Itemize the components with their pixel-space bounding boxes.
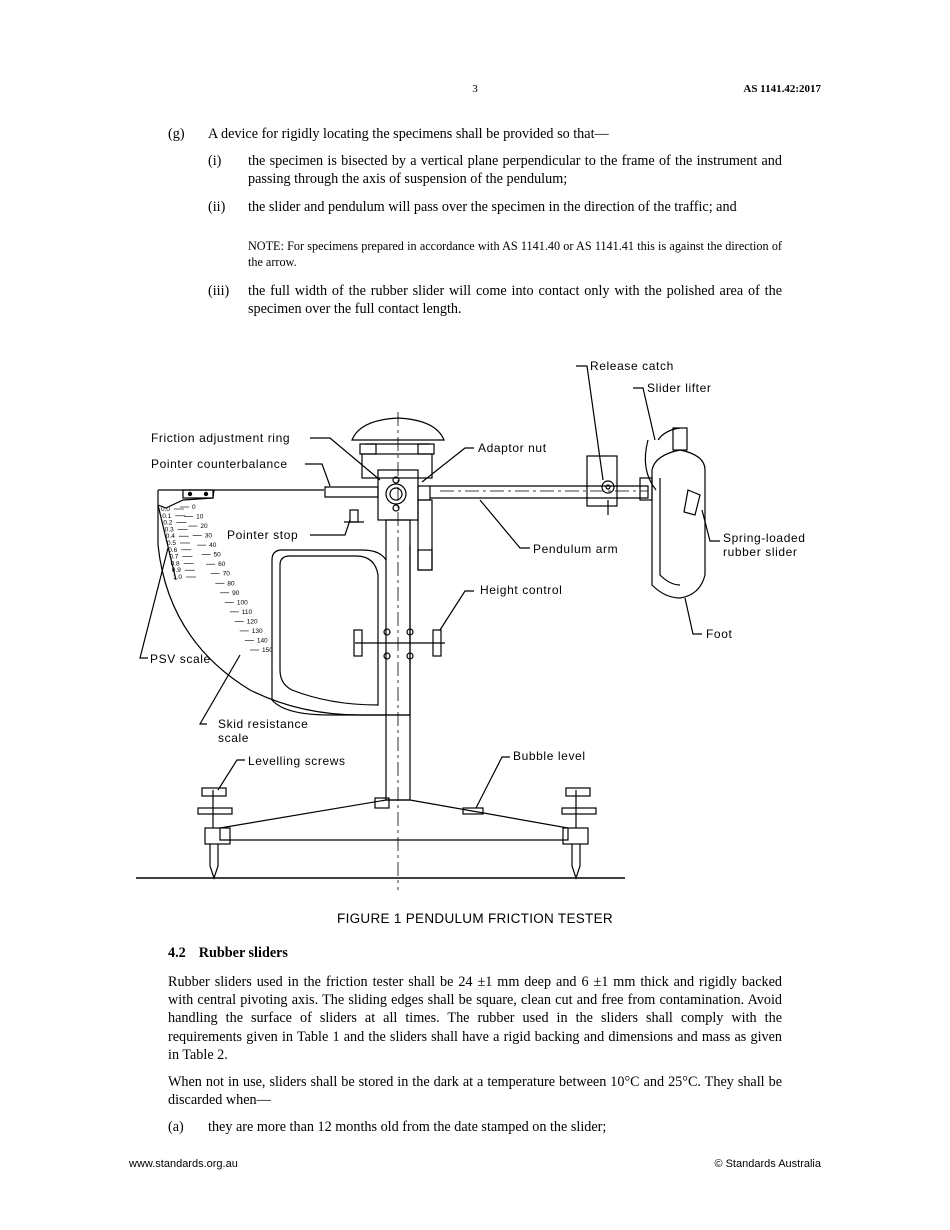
skid-tick-label: 120 [247, 618, 258, 625]
label-adaptor-nut: Adaptor nut [478, 441, 547, 455]
page-number: 3 [472, 83, 478, 95]
clause-g-item-iii: (iii) the full width of the rubber slide… [208, 282, 782, 318]
clause-g: (g) A device for rigidly locating the sp… [168, 125, 782, 143]
skid-tick-label: 60 [218, 561, 226, 568]
skid-tick-label: 50 [214, 552, 222, 559]
skid-tick-label: 30 [205, 533, 213, 540]
psv-tick-label: 0.8 [171, 560, 180, 567]
label-levelling-screws: Levelling screws [248, 754, 346, 768]
psv-tick-label: 0.2 [163, 520, 172, 527]
skid-tick-label: 20 [200, 523, 208, 530]
pendulum-friction-tester-diagram: 0.00.10.20.30.40.50.60.70.80.91.0 010 20 3… [136, 359, 806, 890]
label-friction-adjustment-ring: Friction adjustment ring [151, 431, 290, 445]
standard-code: AS 1141.42:2017 [743, 83, 821, 95]
psv-tick-label: 0.4 [166, 533, 175, 540]
psv-scale-ticks: 0.00.10.20.30.40.50.60.70.80.91.0 [161, 506, 196, 581]
item-i-label: (i) [208, 153, 222, 169]
label-height-control: Height control [480, 583, 562, 597]
psv-tick-label: 0.7 [169, 554, 178, 561]
psv-tick-label: 0.1 [162, 513, 171, 520]
section-heading: 4.2 Rubber sliders [168, 945, 288, 962]
skid-tick-label: 0 [192, 504, 196, 511]
footer-copyright: © Standards Australia [714, 1158, 821, 1170]
skid-tick-label: 100 [237, 599, 248, 606]
label-pointer-counterbalance: Pointer counterbalance [151, 457, 288, 471]
label-foot: Foot [706, 627, 732, 641]
item-ii-text: the slider and pendulum will pass over t… [248, 199, 737, 215]
item-iii-label: (iii) [208, 283, 230, 299]
section-title: Rubber sliders [198, 945, 288, 961]
label-skid-scale: scale [218, 731, 249, 745]
figure-caption: FIGURE 1 PENDULUM FRICTION TESTER [337, 911, 613, 926]
paragraph-2: When not in use, sliders shall be stored… [168, 1074, 782, 1109]
label-psv-scale: PSV scale [150, 652, 211, 666]
psv-tick-label: 0.3 [165, 526, 174, 533]
clause-g-item-ii: (ii) the slider and pendulum will pass o… [208, 198, 782, 216]
skid-tick-label: 40 [209, 542, 217, 549]
paragraph-1: Rubber sliders used in the friction test… [168, 974, 782, 1063]
item-ii-label: (ii) [208, 199, 226, 215]
psv-tick-label: 0.5 [167, 540, 176, 547]
item-a-text: they are more than 12 months old from th… [208, 1119, 607, 1135]
psv-tick-label: 1.0 [173, 574, 182, 581]
label-rubber-slider: rubber slider [723, 545, 798, 559]
skid-tick-label: 130 [252, 628, 263, 635]
skid-scale-ticks: 010 20 30 40 50 60 70 80 90 100 110 120 130 140 150 [180, 504, 273, 654]
label-pendulum-arm: Pendulum arm [533, 542, 618, 556]
skid-tick-label: 140 [257, 637, 268, 644]
skid-tick-label: 150 [262, 647, 273, 654]
note: NOTE: For specimens prepared in accordan… [248, 239, 782, 269]
label-skid-resistance: Skid resistance [218, 717, 308, 731]
skid-tick-label: 80 [227, 580, 235, 587]
item-i-text: the specimen is bisected by a vertical p… [248, 153, 782, 187]
item-a: (a) they are more than 12 months old fro… [168, 1118, 782, 1136]
label-spring-loaded: Spring-loaded [723, 531, 806, 545]
clause-g-label: (g) [168, 126, 185, 142]
footer-website: www.standards.org.au [129, 1158, 238, 1170]
item-iii-text: the full width of the rubber slider will… [248, 283, 782, 317]
skid-tick-label: 70 [223, 571, 231, 578]
label-pointer-stop: Pointer stop [227, 528, 298, 542]
skid-tick-label: 10 [196, 514, 204, 521]
diagram-drawing [136, 365, 720, 890]
label-release-catch: Release catch [590, 359, 674, 373]
psv-tick-label: 0.0 [161, 506, 170, 513]
skid-tick-label: 90 [232, 590, 240, 597]
label-slider-lifter: Slider lifter [647, 381, 711, 395]
psv-tick-label: 0.9 [172, 567, 181, 574]
psv-tick-label: 0.6 [168, 547, 177, 554]
skid-tick-label: 110 [242, 609, 253, 616]
clause-g-text: A device for rigidly locating the specim… [208, 126, 609, 142]
clause-g-item-i: (i) the specimen is bisected by a vertic… [208, 152, 782, 188]
label-bubble-level: Bubble level [513, 749, 586, 763]
item-a-label: (a) [168, 1119, 184, 1135]
section-number: 4.2 [168, 945, 186, 961]
